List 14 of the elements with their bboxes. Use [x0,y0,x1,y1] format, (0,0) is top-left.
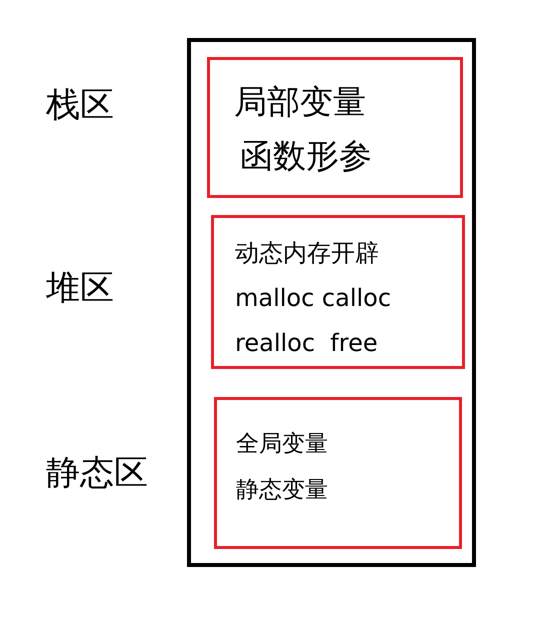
section-item-text: 函数形参 [240,139,372,172]
section-item-text: malloc calloc [235,286,392,310]
section-item-text: 局部变量 [234,85,366,118]
section-item-text: 动态内存开辟 [235,241,379,265]
memory-section-box [214,397,462,549]
region-label: 堆区 [46,271,114,305]
memory-section-box [207,57,463,198]
section-item-text: realloc free [235,331,378,355]
memory-region-box [187,38,476,567]
section-item-text: 静态变量 [236,479,328,502]
region-label: 栈区 [46,88,114,122]
memory-section-box [211,215,465,369]
section-item-text: 全局变量 [236,433,328,456]
region-label: 静态区 [46,456,148,490]
